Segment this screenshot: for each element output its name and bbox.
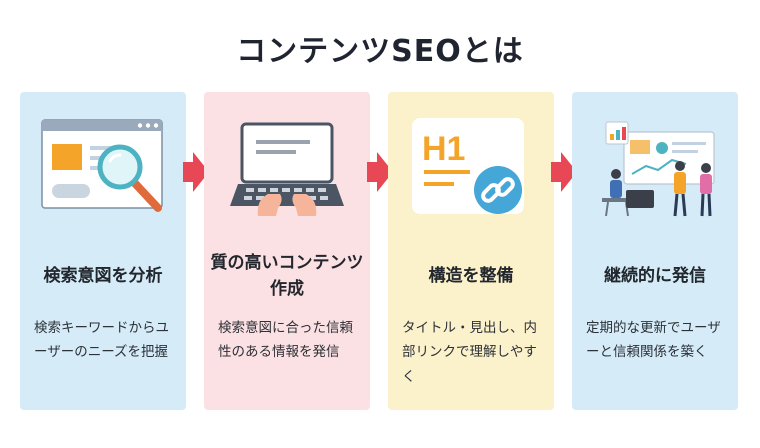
step-card-create: 質の高いコンテンツ作成 検索意図に合った信頼性のある情報を発信 xyxy=(204,92,370,410)
step-heading: 質の高いコンテンツ作成 xyxy=(210,252,364,299)
arrow-right-icon xyxy=(183,152,209,192)
search-analysis-icon xyxy=(41,119,163,212)
team-dashboard-icon xyxy=(602,121,715,217)
h1-tag-label: H1 xyxy=(422,130,465,168)
step-card-structure: H1 構造を整備 タイトル・見出し、内部リンクで理解しやすく xyxy=(388,92,554,410)
page-title: コンテンツSEOとは xyxy=(236,34,524,69)
step-description: タイトル・見出し、内部リンクで理解しやすく xyxy=(402,320,537,385)
step-heading: 継続的に発信 xyxy=(604,265,706,286)
step-card-analyze: 検索意図を分析 検索キーワードからユーザーのニーズを把握 xyxy=(20,92,186,410)
step-description: 検索意図に合った信頼性のある情報を発信 xyxy=(218,320,353,361)
step-card-publish: 継続的に発信 定期的な更新でユーザーと信頼関係を築く xyxy=(572,92,738,410)
step-heading: 検索意図を分析 xyxy=(43,265,163,286)
arrow-right-icon xyxy=(367,152,393,192)
step-heading: 構造を整備 xyxy=(428,265,514,286)
step-description: 検索キーワードからユーザーのニーズを把握 xyxy=(34,320,169,361)
heading-link-icon: H1 xyxy=(412,118,524,214)
arrow-right-icon xyxy=(551,152,577,192)
laptop-typing-icon xyxy=(230,122,344,216)
step-description: 定期的な更新でユーザーと信頼関係を築く xyxy=(586,320,721,361)
